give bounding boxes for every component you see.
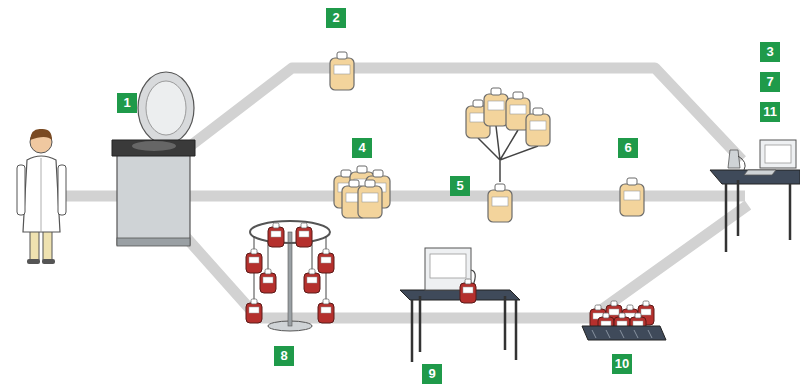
callout-number: 8 — [274, 346, 294, 366]
computer-workstation — [710, 140, 800, 252]
centrifuge — [112, 72, 195, 246]
callout-number: 9 — [422, 364, 442, 384]
callout-number: 1 — [117, 93, 137, 113]
callout-number: 3 — [760, 42, 780, 62]
bag-crate — [582, 301, 666, 340]
callout-number: 2 — [326, 8, 346, 28]
callout-number: 7 — [760, 72, 780, 92]
callout-number: 5 — [450, 176, 470, 196]
split-bags — [466, 88, 550, 222]
callout-number: 10 — [612, 354, 632, 374]
callout-number: 6 — [618, 138, 638, 158]
callout-number: 11 — [760, 102, 780, 122]
callout-number: 4 — [352, 138, 372, 158]
plasma-bag — [620, 178, 644, 216]
bag-rack — [246, 221, 334, 331]
lab-bench — [400, 248, 520, 362]
flow-track — [60, 68, 748, 318]
plasma-bag — [330, 52, 354, 90]
technician-figure — [17, 129, 66, 264]
bag-pool — [334, 166, 390, 218]
